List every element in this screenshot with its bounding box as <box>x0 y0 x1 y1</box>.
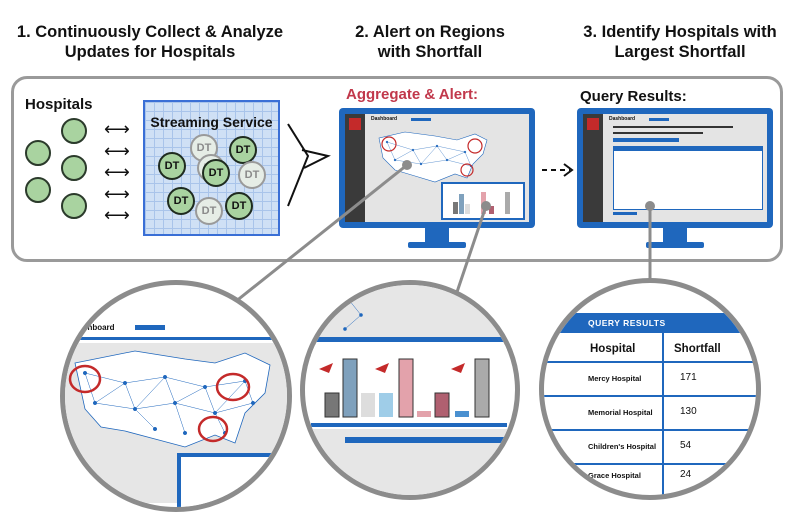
step-2-heading: 2. Alert on Regions with Shortfall <box>330 22 530 62</box>
streaming-service-label: Streaming Service <box>150 114 273 130</box>
dashed-arrow-icon <box>542 163 574 177</box>
shortfall-value: 130 <box>680 406 697 417</box>
step-1-line1: 1. Continuously Collect & Analyze <box>16 23 284 41</box>
text-line <box>613 132 703 134</box>
zoom-map-fragment <box>305 285 515 341</box>
table-row: Memorial Hospital 130 <box>544 397 756 431</box>
shortfall-value: 171 <box>680 372 697 383</box>
streaming-service-box: Streaming Service DT DT DT DT DT DT DT D… <box>143 100 280 236</box>
zoom-chart-circle <box>300 280 520 500</box>
monitor-stand <box>425 228 449 242</box>
query-results-header: QUERY RESULTS <box>544 313 756 333</box>
zoom-chart-border-top <box>305 337 515 342</box>
digital-twin-node: DT <box>158 152 186 180</box>
step-3-line1: 3. Identify Hospitals with <box>583 23 777 41</box>
text-line <box>613 126 733 128</box>
converge-arrow-icon <box>287 123 331 207</box>
hospital-icon <box>61 118 87 144</box>
hospital-name: Memorial Hospital <box>588 408 653 417</box>
tab-underline <box>649 118 669 121</box>
monitor-base <box>408 242 466 248</box>
hospital-name: Grace Hospital <box>588 471 641 480</box>
dashboard-monitor: Dashboard <box>339 108 535 228</box>
query-monitor: Dashboard <box>577 108 773 228</box>
hospital-icon <box>61 193 87 219</box>
header-divider <box>544 361 756 363</box>
zoom-query-circle: QUERY RESULTS Hospital Shortfall Mercy H… <box>539 278 761 500</box>
hospital-icon <box>61 155 87 181</box>
col-header-hospital: Hospital <box>590 343 636 355</box>
digital-twin-node: DT <box>225 192 253 220</box>
logo-icon <box>587 118 599 130</box>
workflow-frame <box>11 76 783 262</box>
bidirectional-arrow-icon: ⟷ <box>104 141 130 162</box>
query-results-title: QUERY RESULTS <box>588 318 666 328</box>
query-results-label: Query Results: <box>580 88 687 105</box>
zoom-bar-chart <box>319 358 490 418</box>
zoom-chart-corner <box>177 453 287 507</box>
hospital-name: Mercy Hospital <box>588 374 642 383</box>
column-divider <box>662 333 664 495</box>
step-1-line2: Updates for Hospitals <box>64 43 236 61</box>
step-3-heading: 3. Identify Hospitals with Largest Short… <box>560 22 800 62</box>
sidebar <box>345 114 365 222</box>
table-header-bar <box>614 147 762 151</box>
step-2-line1: 2. Alert on Regions <box>355 23 505 41</box>
monitor-base <box>646 242 704 248</box>
hospital-icon <box>25 177 51 203</box>
bidirectional-arrow-icon: ⟷ <box>104 184 130 205</box>
footer-bar <box>613 212 637 215</box>
shortfall-value: 54 <box>680 440 692 451</box>
col-header-shortfall: Shortfall <box>674 343 721 355</box>
results-table-mini <box>613 146 763 210</box>
zoom-tab-underline <box>135 325 165 330</box>
bidirectional-arrow-icon: ⟷ <box>104 205 130 226</box>
shortfall-value: 24 <box>680 469 692 480</box>
digital-twin-node: DT <box>238 161 266 189</box>
sidebar <box>583 114 603 222</box>
monitor-screen: Dashboard <box>583 114 767 222</box>
step-1-heading: 1. Continuously Collect & Analyze Update… <box>0 22 300 62</box>
zoom-chart-area <box>311 345 507 427</box>
zoom-us-map <box>65 343 287 503</box>
hospital-icon <box>25 140 51 166</box>
aggregate-alert-label: Aggregate & Alert: <box>346 86 478 103</box>
step-3-line2: Largest Shortfall <box>614 43 746 61</box>
logo-icon <box>349 118 361 130</box>
digital-twin-node: DT <box>229 136 257 164</box>
zoom-dashboard-tab: shboard <box>83 323 115 332</box>
zoom-map-circle: shboard <box>60 280 292 512</box>
bidirectional-arrow-icon: ⟷ <box>104 119 130 140</box>
digital-twin-node: DT <box>195 197 223 225</box>
hospitals-label: Hospitals <box>25 96 93 113</box>
tab-underline <box>411 118 431 121</box>
table-row: Grace Hospital 24 <box>544 465 756 495</box>
bidirectional-arrow-icon: ⟷ <box>104 162 130 183</box>
table-row: Mercy Hospital 171 <box>544 363 756 397</box>
step-2-line2: with Shortfall <box>377 43 483 61</box>
dashboard-tab: Dashboard <box>609 116 636 122</box>
digital-twin-node: DT <box>167 187 195 215</box>
table-row: Children's Hospital 54 <box>544 431 756 465</box>
zoom-lower-bar <box>345 437 515 443</box>
zoom-divider <box>65 337 287 340</box>
zoom-lower-panel <box>305 429 515 495</box>
monitor-screen: Dashboard <box>345 114 529 222</box>
button-row <box>613 138 679 142</box>
digital-twin-node: DT <box>202 159 230 187</box>
monitor-stand <box>663 228 687 242</box>
hospital-name: Children's Hospital <box>588 442 657 451</box>
dashboard-tab: Dashboard <box>371 116 398 122</box>
